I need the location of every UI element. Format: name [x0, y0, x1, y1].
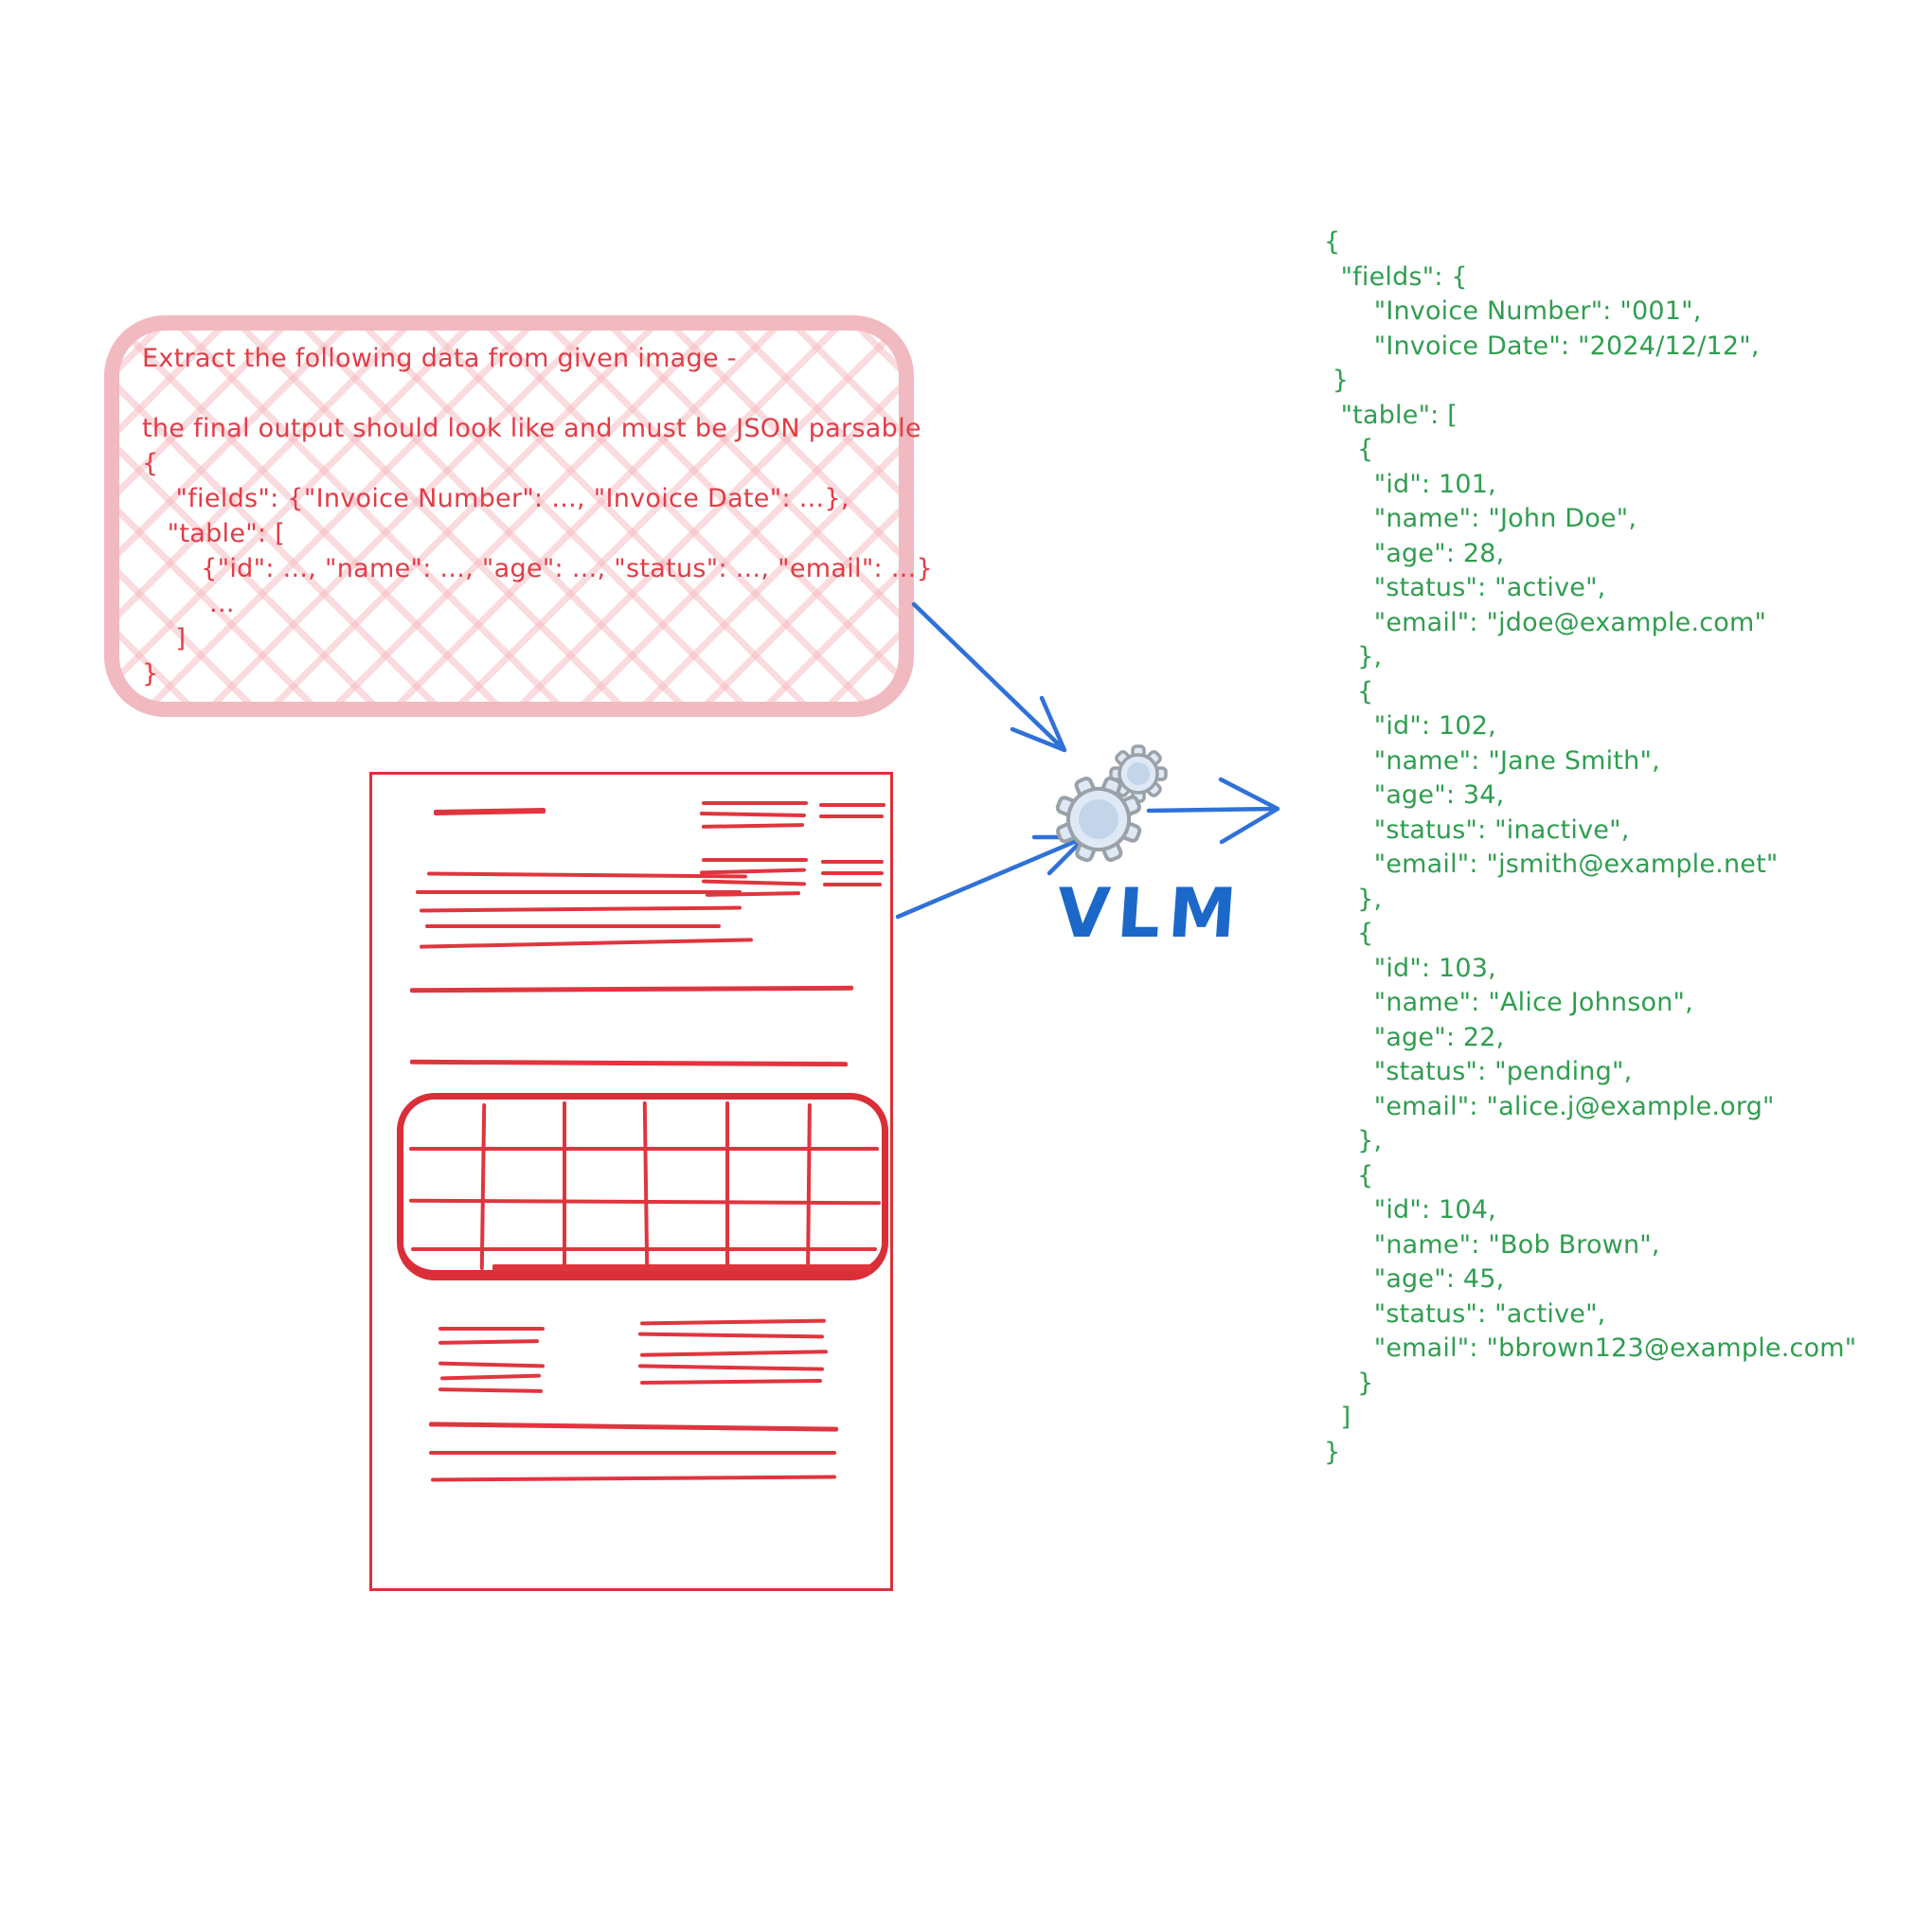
invoice-sketch — [369, 772, 893, 1591]
sketch-line — [819, 803, 886, 807]
sketch-line — [425, 924, 721, 928]
sketch-line — [411, 1247, 877, 1251]
json-output-text: { "fields": { "Invoice Number": "001", "… — [1324, 227, 1857, 1467]
sketch-line — [563, 1101, 566, 1270]
sketch-table — [397, 1093, 888, 1280]
sketch-line — [409, 1147, 879, 1151]
sketch-line — [416, 890, 742, 894]
sketch-line — [823, 883, 882, 886]
prompt-box — [104, 315, 914, 717]
sketch-line — [821, 860, 884, 864]
sketch-line — [702, 801, 808, 805]
sketch-line — [702, 858, 808, 862]
sketch-line — [821, 871, 884, 875]
sketch-line — [819, 814, 884, 818]
vlm-label: VLM — [1054, 873, 1247, 953]
prompt-text: Extract the following data from given im… — [142, 344, 933, 689]
sketch-line — [492, 1264, 871, 1271]
arrow-vlm-to-output — [1146, 777, 1280, 845]
gears-icon — [1055, 744, 1168, 863]
sketch-line — [429, 1451, 836, 1455]
arrow-prompt-to-vlm — [911, 601, 1067, 753]
sketch-line — [725, 1101, 729, 1270]
sketch-line — [438, 1327, 545, 1331]
